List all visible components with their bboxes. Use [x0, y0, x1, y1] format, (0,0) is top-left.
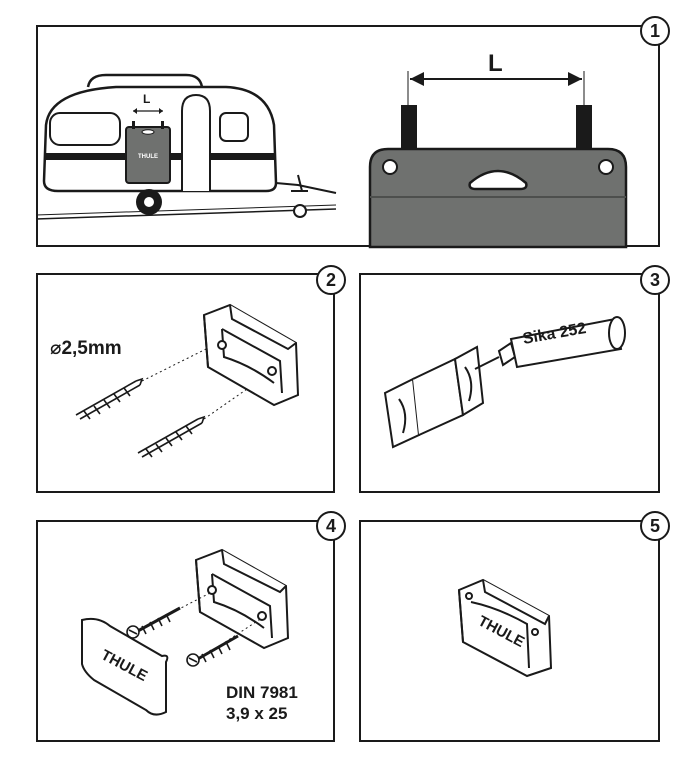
drill-bit-icon: [137, 415, 206, 458]
step-3-number: 3: [640, 265, 670, 295]
dimension-l-label: L: [488, 50, 503, 77]
screw-mounting-illustration: THULE: [81, 548, 290, 716]
screw-icon: [186, 634, 239, 667]
drill-size-label: ⌀2,5mm: [50, 338, 122, 359]
drill-bits-illustration: [75, 303, 300, 458]
screw-size-label: 3,9 x 25: [226, 704, 288, 723]
assembled-bracket-illustration: THULE: [457, 578, 553, 678]
step-5-number: 5: [640, 511, 670, 541]
plate-dimension-illustration: [368, 71, 628, 249]
step-2-number: 2: [316, 265, 346, 295]
sealant-tube-icon: [474, 316, 626, 370]
screw-standard-label: DIN 7981: [226, 683, 298, 702]
cover-cap-icon: [81, 617, 169, 716]
bracket-open-icon: [383, 345, 485, 449]
sealant-illustration: [383, 316, 626, 449]
caravan-illustration: [35, 73, 337, 220]
holder-bracket-icon: [194, 548, 290, 650]
step-1-number: 1: [640, 16, 670, 46]
drill-bit-icon: [75, 377, 144, 420]
caravan-plate-logo: THULE: [138, 154, 158, 160]
assembled-bracket-icon: [457, 578, 553, 678]
step-4-number: 4: [316, 511, 346, 541]
caravan-l-label: L: [143, 92, 151, 106]
screw-icon: [126, 606, 181, 639]
holder-bracket-icon: [202, 303, 300, 407]
